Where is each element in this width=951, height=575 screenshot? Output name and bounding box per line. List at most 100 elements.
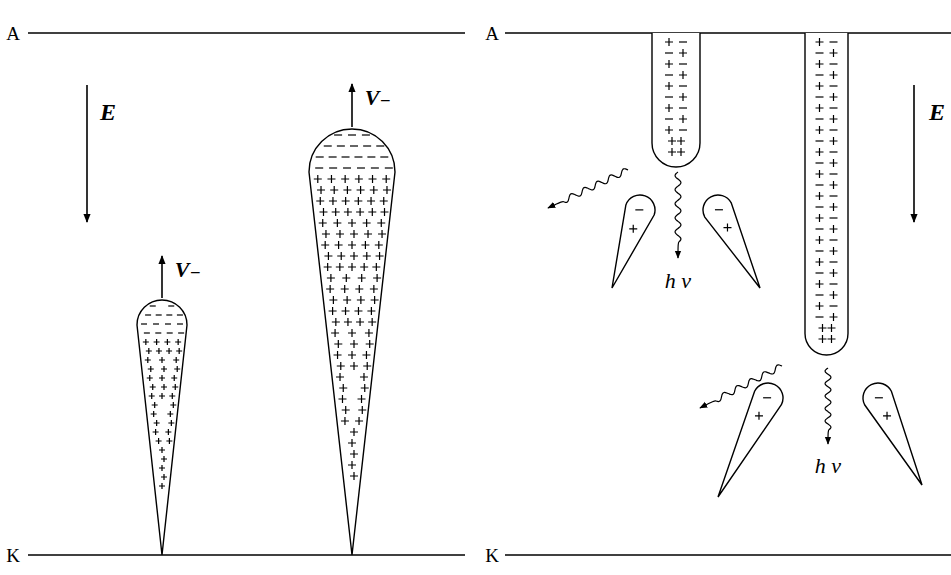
positive-charge: [148, 366, 154, 372]
field-label: E: [100, 100, 116, 124]
positive-charge: [166, 438, 172, 444]
positive-charge: [156, 348, 162, 354]
positive-charge: [381, 208, 389, 216]
positive-charge: [152, 402, 158, 408]
negative-charge: [362, 134, 370, 135]
positive-charge: [816, 236, 824, 244]
positive-charge: [348, 351, 356, 359]
negative-charge: [830, 107, 838, 108]
positive-charge: [383, 186, 391, 194]
anode-plate: [505, 32, 951, 34]
negative-charge: [141, 323, 147, 324]
positive-charge: [679, 71, 687, 79]
negative-charge: [348, 134, 356, 135]
photon-label: h ν: [815, 455, 841, 477]
photon-arrow: [825, 368, 831, 444]
positive-charge: [334, 340, 342, 348]
negative-charge: [816, 118, 824, 119]
positive-charge: [341, 175, 349, 183]
positive-charge: [830, 247, 838, 255]
negative-charge: [145, 314, 151, 315]
positive-charge: [319, 219, 327, 227]
negative-charge: [316, 156, 324, 157]
positive-charge: [146, 348, 152, 354]
negative-charge: [816, 272, 824, 273]
negative-charge: [816, 52, 824, 53]
positive-charge: [329, 307, 337, 315]
positive-charge: [816, 280, 824, 288]
negative-charge: [167, 332, 173, 333]
negative-charge: [166, 314, 172, 315]
positive-charge: [337, 362, 345, 370]
positive-charge: [175, 339, 181, 345]
negative-charge: [150, 305, 156, 306]
positive-charge: [337, 252, 345, 260]
negative-charge: [354, 156, 362, 157]
negative-charge: [830, 261, 838, 262]
photon-arrows: [548, 169, 831, 444]
positive-charge: [174, 366, 180, 372]
positive-charge: [830, 269, 838, 277]
positive-charge: [816, 104, 824, 112]
positive-charge: [343, 186, 351, 194]
negative-charge: [830, 217, 838, 218]
negative-charge: [376, 145, 384, 146]
positive-charge: [883, 412, 891, 420]
positive-charge: [159, 393, 165, 399]
positive-charge: [677, 137, 685, 145]
negative-charge: [144, 332, 150, 333]
positive-charge: [161, 474, 167, 480]
positive-charge: [170, 402, 176, 408]
field-arrow: [913, 85, 915, 222]
positive-charge: [358, 395, 366, 403]
negative-charge: [679, 63, 687, 64]
positive-charge: [343, 296, 351, 304]
negative-charge: [679, 107, 687, 108]
positive-charge: [166, 348, 172, 354]
positive-charge: [348, 329, 356, 337]
anode-plate: [28, 32, 465, 34]
field-arrow: [86, 85, 88, 222]
positive-charge: [816, 214, 824, 222]
positive-charge: [153, 429, 159, 435]
positive-charge: [154, 420, 160, 426]
positive-charge: [159, 483, 165, 489]
velocity-label: V₋: [175, 259, 201, 281]
electrode-label: K: [485, 546, 499, 565]
positive-charge: [350, 362, 358, 370]
positive-charge: [830, 93, 838, 101]
positive-charge: [154, 339, 160, 345]
positive-charge: [342, 307, 350, 315]
positive-charge: [350, 472, 358, 480]
positive-charge: [679, 115, 687, 123]
negative-charge: [165, 323, 171, 324]
negative-charge: [156, 314, 162, 315]
positive-charge: [171, 375, 177, 381]
positive-charge: [316, 197, 324, 205]
positive-charge: [377, 219, 385, 227]
positive-charge: [167, 411, 173, 417]
negative-charge: [343, 167, 351, 168]
positive-charge: [816, 126, 824, 134]
positive-charge: [830, 71, 838, 79]
negative-charge: [830, 239, 838, 240]
charge-signs: [141, 38, 891, 489]
positive-charge: [168, 420, 174, 426]
positive-charge: [327, 274, 335, 282]
negative-charge: [875, 397, 883, 398]
positive-charge: [355, 175, 363, 183]
positive-charge: [665, 60, 673, 68]
positive-charge: [350, 340, 358, 348]
positive-charge: [173, 357, 179, 363]
negative-charge: [816, 206, 824, 207]
positive-charge: [159, 357, 165, 363]
positive-charge: [830, 137, 838, 145]
positive-charge: [361, 384, 369, 392]
positive-charge: [364, 230, 372, 238]
positive-charge: [332, 318, 340, 326]
negative-charge: [665, 52, 673, 53]
positive-charge: [363, 219, 371, 227]
photon-arrow: [548, 169, 628, 208]
positive-charge: [368, 318, 376, 326]
